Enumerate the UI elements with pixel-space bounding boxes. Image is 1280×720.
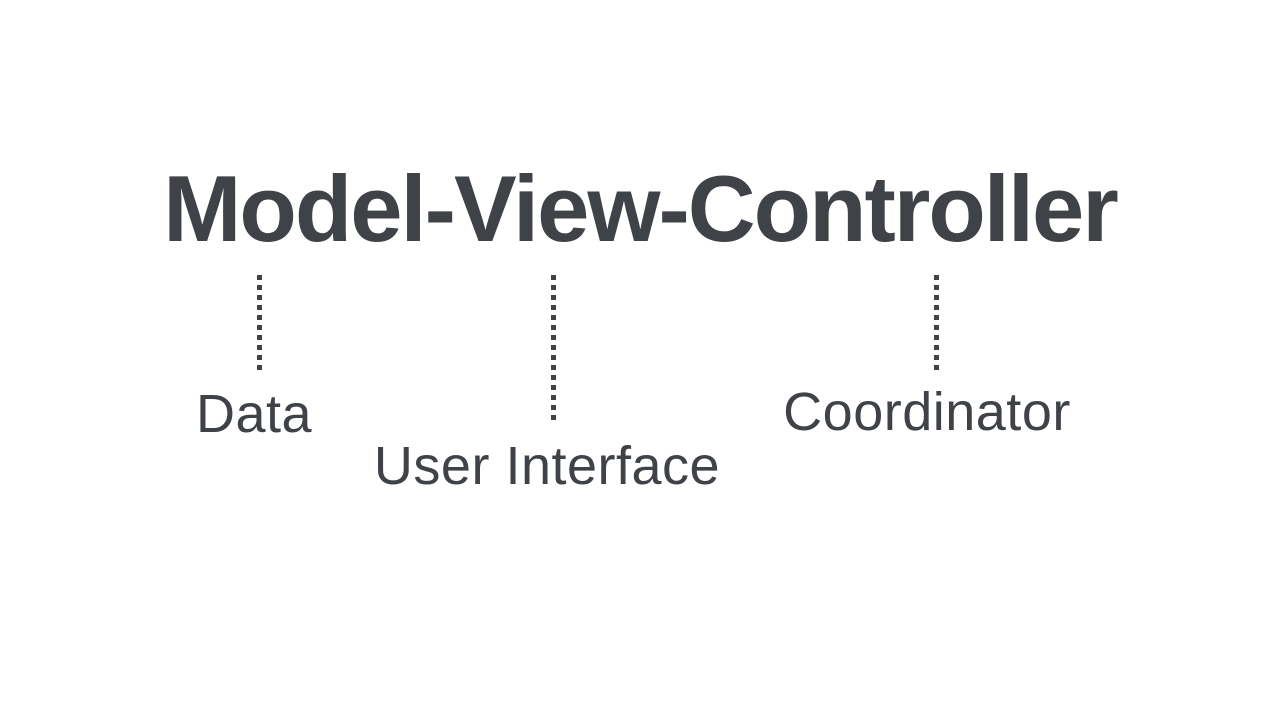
controller-annotation-label: Coordinator [783, 382, 1071, 442]
view-connector-dotted-line [551, 275, 556, 420]
diagram-title: Model-View-Controller [163, 156, 1119, 261]
model-connector-dotted-line [257, 275, 262, 370]
model-annotation-label: Data [195, 384, 313, 444]
view-annotation-label: User Interface [373, 436, 721, 496]
controller-connector-dotted-line [934, 275, 939, 370]
